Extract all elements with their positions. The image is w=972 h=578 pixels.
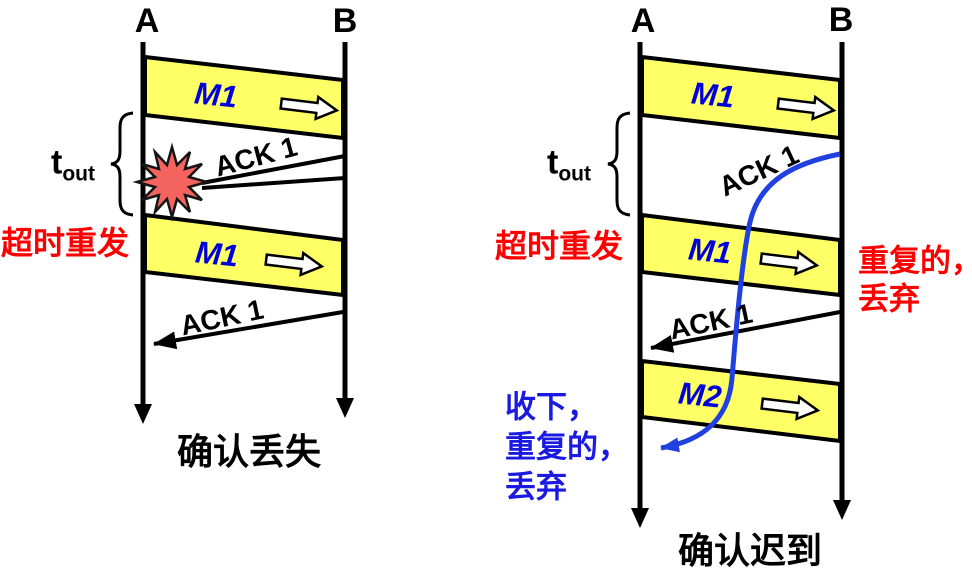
left-host-b-label: B: [332, 2, 358, 40]
right-host-b-lifeline-arrow-icon: [833, 500, 851, 520]
right-ack-second-line: [650, 310, 841, 353]
right-host-a-label: A: [630, 2, 656, 40]
right-late-ack-note-line2: 重复的，: [505, 429, 629, 465]
right-m2-label: M2: [676, 375, 724, 415]
left-timeout-label: tout: [51, 146, 95, 185]
right-m1-retransmit-label: M1: [686, 231, 734, 271]
right-delayed-ack-curve: [660, 151, 841, 453]
left-timeout-t: t: [51, 143, 63, 182]
left-lost-ack-upper-line: [201, 154, 346, 185]
right-frame-m1-retransmit: [640, 212, 842, 298]
right-diagram-caption: 确认迟到: [677, 530, 823, 571]
left-frame-m1-first: [143, 54, 345, 141]
left-diagram-caption: 确认丢失: [176, 431, 322, 472]
left-retransmit-note: 超时重发: [1, 225, 130, 261]
left-m1-retransmit-label: M1: [193, 234, 241, 274]
left-host-b-lifeline-arrow-icon: [336, 398, 354, 418]
right-timeout-label: tout: [547, 146, 591, 185]
right-frame-m2: [640, 358, 842, 444]
right-timeout-t: t: [547, 143, 559, 182]
left-frame-m1-retransmit: [143, 212, 345, 298]
right-late-ack-note-line1: 收下，: [505, 389, 598, 425]
right-late-ack-note-line3: 丢弃: [505, 469, 567, 505]
right-host-a-lifeline-arrow-icon: [631, 508, 649, 528]
left-timeout-brace: [110, 111, 134, 217]
right-host-b-label: B: [828, 1, 854, 39]
right-timeout-brace: [607, 111, 631, 217]
left-m1-first-label: M1: [192, 75, 240, 115]
left-lost-ack-lower-line: [201, 176, 346, 190]
left-timeout-subscript: out: [62, 162, 95, 186]
left-ack-second-line: [153, 310, 344, 350]
right-duplicate-note-line2: 丢弃: [858, 281, 920, 317]
left-host-a-label: A: [134, 2, 160, 40]
right-m1-first-label: M1: [689, 75, 737, 115]
right-frame-m1-first: [640, 54, 842, 141]
right-retransmit-note: 超时重发: [495, 228, 624, 264]
left-ack-loss-burst-icon: [132, 142, 212, 222]
right-duplicate-note-line1: 重复的，: [858, 243, 972, 279]
right-timeout-subscript: out: [558, 162, 591, 186]
left-host-a-lifeline-arrow-icon: [134, 404, 152, 424]
